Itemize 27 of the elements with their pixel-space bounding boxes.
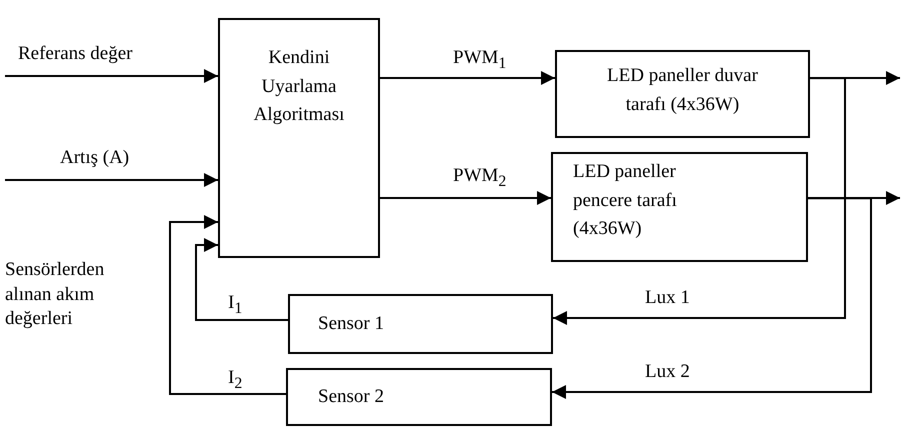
arrow	[5, 173, 218, 187]
arrow	[553, 77, 846, 325]
edge-label: I$_{1}$	[228, 293, 242, 318]
edge-label: Artış (A)	[60, 148, 130, 169]
arrow	[380, 191, 551, 205]
edge-label: PWM$_{1}$	[453, 48, 506, 72]
block-label: LED paneller pencere tarafı (4x36W)	[573, 160, 678, 241]
arrow	[5, 69, 218, 83]
arrow	[195, 238, 288, 321]
arrow	[169, 215, 286, 395]
edge-label: Lux 2	[645, 362, 690, 383]
block-label: Kendini Uyarlama Algoritması	[252, 46, 346, 127]
block-label: Sensor 2	[318, 385, 385, 409]
note-text: Sensörlerden alınan akım değerleri	[5, 258, 106, 332]
arrow	[380, 71, 555, 85]
block-box	[286, 368, 552, 426]
edge-label: PWM$_{2}$	[453, 166, 506, 190]
edge-label: Lux 1	[645, 288, 690, 309]
edge-label: Referans değer	[18, 44, 132, 65]
arrow	[552, 197, 872, 399]
block-box	[288, 294, 553, 354]
block-box	[218, 18, 380, 258]
block-box	[551, 152, 808, 262]
edge-label: I$_{2}$	[228, 368, 242, 392]
block-label: Sensor 1	[318, 312, 385, 336]
block-box	[555, 50, 810, 138]
block-label: LED paneller duvar tarafı (4x36W)	[606, 64, 759, 116]
